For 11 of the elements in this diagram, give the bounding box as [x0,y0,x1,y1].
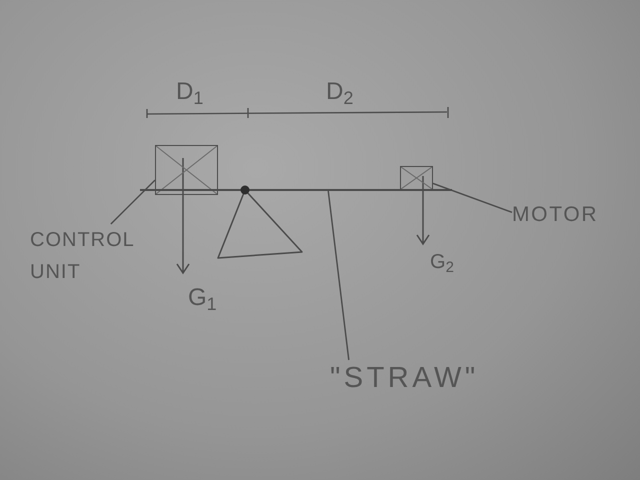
leader-line [328,190,350,360]
callout-label: MOTOR [512,202,604,228]
leader-line [432,182,512,213]
callout-label: "STRAW" [330,360,480,396]
crossed-box [155,145,218,195]
callout-label: CONTROL UNIT [30,224,138,288]
force-label: G$_{1}$ [188,284,217,312]
dimension-label: D$_{1}$ [176,78,204,106]
force-label: G$_{2}$ [430,250,454,274]
dimension-label: D$_{2}$ [326,78,354,106]
leader-line [110,180,156,224]
